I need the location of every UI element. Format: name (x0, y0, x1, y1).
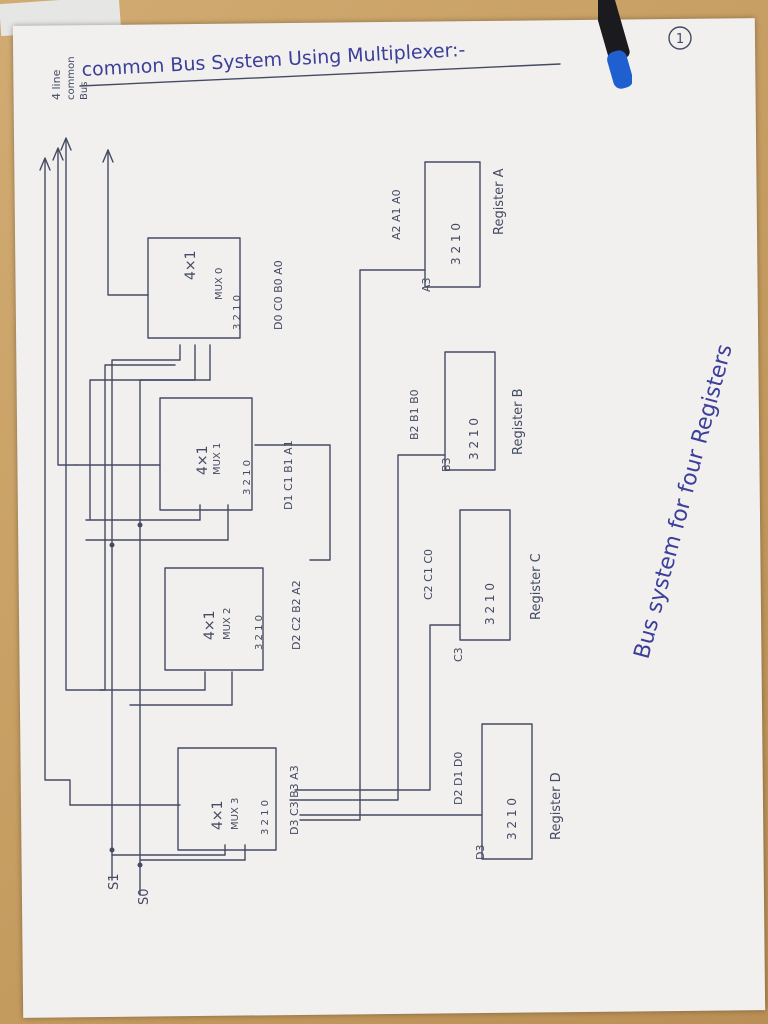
register-a-box (424, 161, 481, 288)
mux-0-name: MUX 0 (214, 268, 225, 300)
title-underline (79, 63, 561, 87)
mux-2-size: 4×1 (202, 610, 218, 640)
register-c-cells: 3 2 1 0 (483, 583, 497, 625)
select-s0-label: S0 (137, 888, 152, 905)
register-c-box (459, 509, 511, 641)
register-b-name: Register B (511, 388, 526, 455)
mux-3: 4×1 MUX 3 3 2 1 0 D3 C3 B3 A3 (177, 747, 301, 851)
page-title: common Bus System Using Multiplexer:- (81, 39, 466, 81)
register-a: 3 2 1 0 Register A A2 A1 A0 A3 (390, 161, 507, 292)
mux-1-box (159, 397, 253, 511)
bus-label-line1: 4 line (50, 69, 63, 100)
mux-1-pins: 3 2 1 0 (242, 460, 253, 495)
mux-3-size: 4×1 (210, 800, 226, 830)
mux-1-name: MUX 1 (212, 443, 223, 475)
mux-0-inputs: D0 C0 B0 A0 (272, 260, 285, 330)
mux-3-name: MUX 3 (230, 798, 241, 830)
diagram-caption: Bus system for four Registers (630, 342, 738, 662)
register-d-name: Register D (549, 772, 564, 840)
register-d-cells: 3 2 1 0 (505, 798, 519, 840)
mux-2: 4×1 MUX 2 3 2 1 0 D2 C2 B2 A2 (164, 567, 303, 671)
mux-0: 4×1 MUX 0 3 2 1 0 D0 C0 B0 A0 (147, 237, 285, 339)
register-b: 3 2 1 0 Register B B2 B1 B0 B3 (408, 351, 526, 472)
register-a-name: Register A (492, 168, 507, 235)
register-b-msb: B3 (440, 457, 453, 472)
register-c-outputs: C2 C1 C0 (422, 549, 435, 600)
register-d-box (481, 723, 533, 860)
mux-1-size: 4×1 (195, 445, 211, 475)
register-wires (69, 269, 483, 821)
bus-lines (39, 137, 149, 806)
page-number-circle (668, 26, 692, 50)
mux-2-name: MUX 2 (222, 608, 233, 640)
register-d-msb: D3 (474, 845, 487, 860)
register-c-msb: C3 (452, 647, 465, 662)
mux-0-box (147, 237, 241, 339)
register-a-outputs: A2 A1 A0 (390, 189, 403, 240)
mux-3-pins: 3 2 1 0 (260, 800, 271, 835)
mux-0-pins: 3 2 1 0 (232, 295, 243, 330)
register-b-box (444, 351, 496, 471)
bus-label-line2: common (66, 56, 77, 100)
mux-3-box (177, 747, 277, 851)
register-b-outputs: B2 B1 B0 (408, 389, 421, 440)
register-d-outputs: D2 D1 D0 (452, 752, 465, 805)
bus-label-line3: Bus (79, 82, 90, 100)
mux-2-inputs: D2 C2 B2 A2 (290, 580, 303, 650)
register-b-cells: 3 2 1 0 (467, 418, 481, 460)
mux-1-inputs: D1 C1 B1 A1 (282, 440, 295, 510)
register-a-msb: A3 (420, 277, 433, 292)
register-c-name: Register C (529, 553, 544, 620)
bus-label: 4 line common Bus (50, 56, 90, 100)
mux-0-size: 4×1 (183, 250, 199, 280)
mux-1: 4×1 MUX 1 3 2 1 0 D1 C1 B1 A1 (159, 397, 295, 511)
page-number: 1 (676, 32, 684, 47)
register-c: 3 2 1 0 Register C C2 C1 C0 C3 (422, 509, 544, 662)
register-d: 3 2 1 0 Register D D2 D1 D0 D3 (452, 723, 564, 860)
select-s1-label: S1 (107, 873, 122, 890)
mux-2-pins: 3 2 1 0 (254, 615, 265, 650)
pen (598, 0, 632, 89)
mux-2-box (164, 567, 264, 671)
register-a-cells: 3 2 1 0 (449, 223, 463, 265)
